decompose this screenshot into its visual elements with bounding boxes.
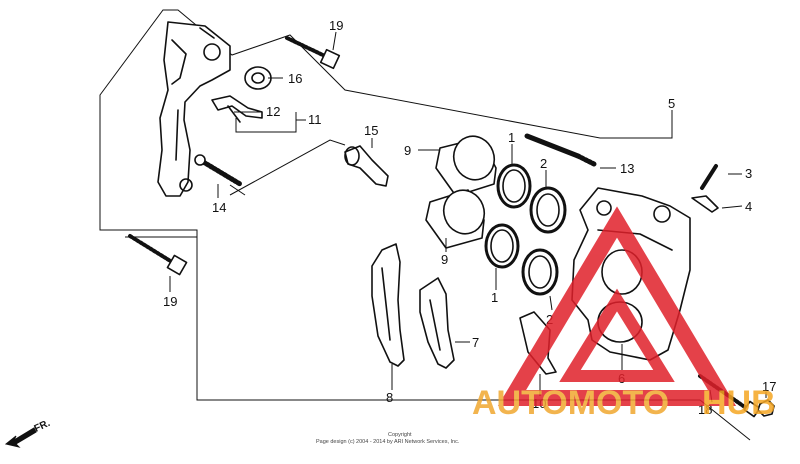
copyright-line2: Page design (c) 2004 - 2014 by ARI Netwo… [316,439,460,445]
watermark-triangle-inner [559,288,675,382]
watermark-text-hub: HUB [702,384,776,422]
callout-15: 15 [364,123,378,138]
piston-9-upper [435,135,497,197]
callout-2-upper: 2 [540,156,547,171]
callout-1-lower: 1 [491,290,498,305]
callout-9-upper: 9 [404,143,411,158]
front-direction-label: FR. [33,418,52,435]
bolt-19-upper [285,36,341,70]
dust-seal-2-lower [521,248,559,296]
callout-7: 7 [472,335,479,350]
piston-9-lower [425,189,486,249]
watermark-triangle-outer [497,206,737,406]
callout-3: 3 [745,166,752,181]
pin-13 [524,133,597,167]
caliper-bracket [157,21,231,197]
piston-seal-1-upper [496,163,532,209]
boot-16 [244,66,272,90]
bolt-19-lower [128,234,188,276]
callout-1-upper: 1 [508,130,515,145]
callout-17: 17 [762,379,776,394]
callout-19-lower: 19 [163,294,177,309]
callout-5: 5 [668,96,675,111]
callout-14: 14 [212,200,226,215]
copyright-line1: Copyright [388,432,412,438]
front-direction-arrow: FR. [4,418,52,448]
bleeder-screw-3 [700,164,718,190]
callout-19-upper: 19 [329,18,343,33]
brake-pad-7 [419,277,455,369]
watermark: AUTOMOTO HUB [472,206,776,422]
leader-lines [169,31,767,403]
callout-8: 8 [386,390,393,405]
callout-11: 11 [308,112,322,127]
dust-seal-2-upper [529,186,567,234]
callout-13: 13 [620,161,634,176]
piston-seal-1-lower [484,223,520,269]
bleeder-cap-4 [691,195,719,213]
pin-14 [194,154,243,187]
retainer-12 [211,95,263,123]
callout-9-lower: 9 [441,252,448,267]
callout-16: 16 [288,71,302,86]
watermark-text-automoto: AUTOMOTO [472,384,669,422]
bolt-15 [344,145,389,187]
brake-pad-8 [371,243,405,367]
assembly-outline [99,9,751,441]
callout-4: 4 [745,199,752,214]
callout-12: 12 [266,104,280,119]
washer-17 [757,399,775,417]
